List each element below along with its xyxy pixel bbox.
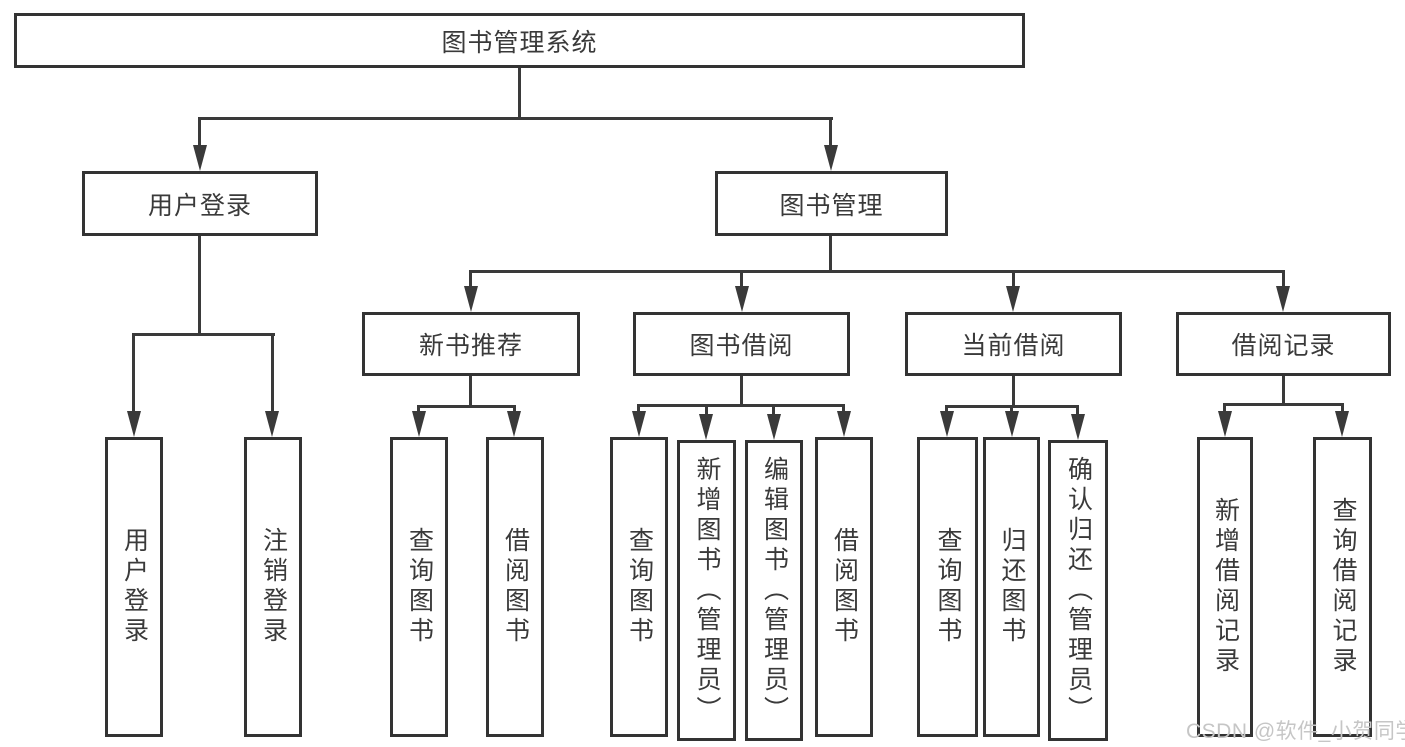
connector-borrow-drop-3 [772,404,775,418]
arrowhead-book-management [824,145,838,171]
node-borrow-records-label: 借阅记录 [1231,332,1336,360]
leaf-add-borrow-record-label: 新增借阅记录 [1211,497,1240,677]
leaf-borrow-query-books-label: 查询图书 [625,527,654,647]
root-node: 图书管理系统 [14,13,1025,68]
connector-root-stem [518,68,521,118]
leaf-add-book-admin-label: 新增图书（管理员） [693,455,721,726]
arrowhead-new-book-recommend [464,286,478,312]
arrowhead-borrow-add [699,414,713,440]
node-book-management-label: 图书管理 [779,191,884,220]
arrowhead-records-query [1335,411,1349,437]
leaf-borrow-books: 借阅图书 [815,437,873,737]
arrowhead-current-confirm [1071,414,1085,440]
node-current-borrow-label: 当前借阅 [961,332,1066,360]
arrowhead-borrow-records [1276,286,1290,312]
arrowhead-recommend-query [412,411,426,437]
leaf-return-books-label: 归还图书 [998,527,1026,647]
arrowhead-user-login [193,145,207,171]
leaf-recommend-query-books-label: 查询图书 [405,527,434,647]
node-current-borrow: 当前借阅 [905,312,1122,376]
arrowhead-recommend-borrow [507,411,521,437]
leaf-confirm-return-admin-label: 确认归还（管理员） [1064,455,1093,726]
node-book-borrow: 图书借阅 [633,312,850,376]
node-user-login-label: 用户登录 [147,191,252,220]
connector-records-stem [1282,376,1285,406]
connector-login-hline [134,333,275,336]
leaf-query-borrow-record-label: 查询借阅记录 [1329,497,1357,677]
leaf-user-login-label: 用户登录 [120,527,149,647]
connector-current-drop-3 [1076,405,1079,419]
leaf-logout-label: 注销登录 [259,527,288,647]
connector-mgmt-stem [829,236,832,273]
node-new-book-recommend: 新书推荐 [362,312,580,376]
leaf-return-books: 归还图书 [983,437,1040,737]
connector-records-hline [1225,403,1344,406]
leaf-recommend-query-books: 查询图书 [390,437,448,737]
connector-level3-hline [471,270,1284,273]
root-node-label: 图书管理系统 [441,28,598,57]
leaf-current-query-books-label: 查询图书 [934,527,962,647]
connector-level2-hline [198,117,833,120]
connector-borrow-stem [740,376,743,407]
connector-login-drop-2 [271,333,274,418]
leaf-recommend-borrow-books-label: 借阅图书 [501,527,530,647]
connector-level3-drop-1 [469,270,472,295]
arrowhead-current-return [1005,411,1019,437]
connector-level2-drop-left [198,117,201,151]
csdn-watermark: CSDN @软件_小贺同学 [1186,720,1405,743]
node-book-management: 图书管理 [715,171,948,236]
node-book-borrow-label: 图书借阅 [689,332,794,360]
leaf-logout: 注销登录 [244,437,302,737]
node-new-book-recommend-label: 新书推荐 [418,332,523,360]
arrowhead-borrow-query [632,411,646,437]
arrowhead-borrow-edit [767,414,781,440]
connector-level3-drop-3 [1012,270,1015,295]
leaf-edit-book-admin: 编辑图书（管理员） [745,440,803,741]
leaf-borrow-query-books: 查询图书 [610,437,668,737]
leaf-recommend-borrow-books: 借阅图书 [486,437,544,737]
connector-level3-drop-2 [740,270,743,295]
connector-current-stem [1012,376,1015,407]
connector-borrow-drop-2 [705,404,708,418]
connector-login-drop-1 [132,333,135,418]
connector-level2-drop-right [829,117,832,151]
arrowhead-book-borrow [735,286,749,312]
leaf-current-query-books: 查询图书 [917,437,978,737]
leaf-add-book-admin: 新增图书（管理员） [677,440,736,741]
arrowhead-leaf-user-login [127,411,141,437]
connector-current-hline [947,405,1079,408]
node-user-login: 用户登录 [82,171,318,236]
arrowhead-leaf-logout [265,411,279,437]
connector-login-stem [198,236,201,336]
connector-recommend-hline [419,405,516,408]
leaf-add-borrow-record: 新增借阅记录 [1197,437,1253,737]
arrowhead-current-query [940,411,954,437]
leaf-borrow-books-label: 借阅图书 [830,527,859,647]
node-borrow-records: 借阅记录 [1176,312,1391,376]
connector-borrow-hline [639,404,845,407]
leaf-query-borrow-record: 查询借阅记录 [1313,437,1372,737]
arrowhead-borrow-lend [837,411,851,437]
leaf-edit-book-admin-label: 编辑图书（管理员） [760,455,789,726]
connector-recommend-stem [469,376,472,408]
arrowhead-records-add [1218,411,1232,437]
leaf-confirm-return-admin: 确认归还（管理员） [1048,440,1108,741]
leaf-user-login: 用户登录 [105,437,163,737]
arrowhead-current-borrow [1006,286,1020,312]
connector-level3-drop-4 [1282,270,1285,295]
